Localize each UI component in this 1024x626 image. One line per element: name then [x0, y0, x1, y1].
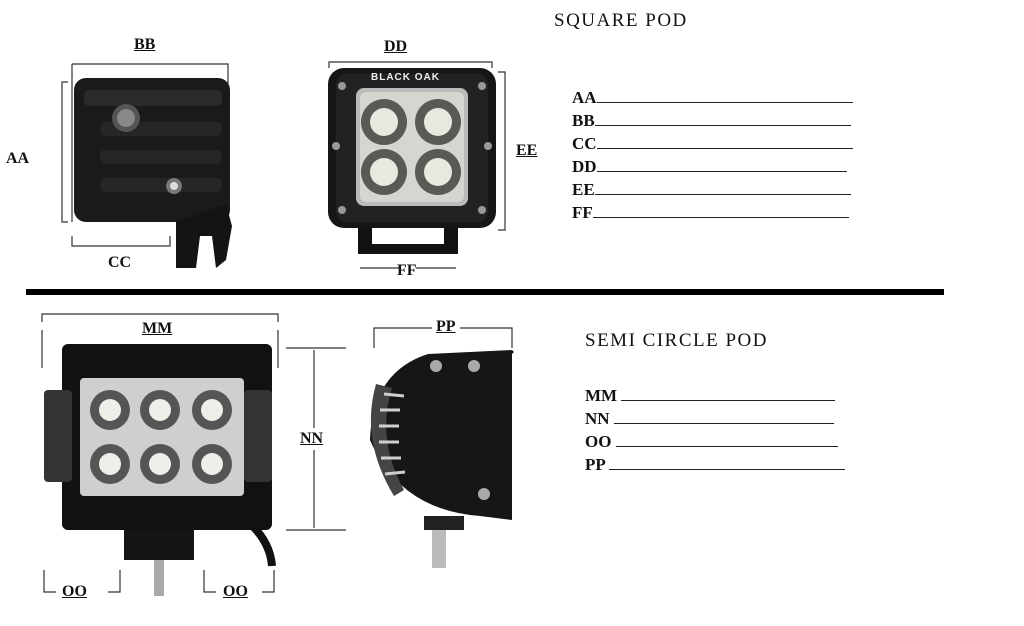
dim-label-mm: MM: [138, 320, 177, 338]
square-pod-title: SQUARE POD: [554, 10, 688, 31]
answer-line[interactable]: [615, 433, 838, 447]
dim-label-oo-left: OO: [62, 583, 87, 600]
dim-label-aa: AA: [6, 150, 30, 167]
dim-label-pp: PP: [432, 318, 460, 336]
answer-line[interactable]: [596, 135, 853, 149]
dim-label-nn: NN: [300, 428, 324, 450]
answer-line[interactable]: [594, 181, 851, 195]
answer-line[interactable]: [609, 456, 846, 470]
field-ee[interactable]: EE: [572, 180, 853, 203]
square-fields: AA BB CC DD EE FF: [572, 88, 853, 226]
dim-label-oo-right: OO: [223, 583, 248, 600]
field-cc[interactable]: CC: [572, 134, 853, 157]
answer-line[interactable]: [596, 158, 847, 172]
dim-label-ee: EE: [516, 142, 538, 159]
semi-pod-title: SEMI CIRCLE POD: [585, 330, 768, 351]
field-ff[interactable]: FF: [572, 203, 853, 226]
answer-line[interactable]: [613, 410, 834, 424]
field-dd[interactable]: DD: [572, 157, 853, 180]
field-oo[interactable]: OO: [585, 432, 845, 455]
semi-pod-side-image: [370, 327, 514, 568]
answer-line[interactable]: [596, 89, 853, 103]
answer-line[interactable]: [594, 112, 851, 126]
answer-line[interactable]: [621, 387, 836, 401]
dim-label-cc: CC: [108, 254, 132, 271]
field-pp[interactable]: PP: [585, 455, 846, 478]
field-bb[interactable]: BB: [572, 111, 853, 134]
answer-line[interactable]: [592, 204, 849, 218]
field-mm[interactable]: MM: [585, 386, 845, 409]
square-pod-side-image: [61, 63, 232, 268]
square-pod-front-image: [328, 61, 506, 269]
dim-label-ff: FF: [397, 262, 417, 279]
semi-fields: MM NN OO PP: [585, 386, 846, 478]
brand-logo-text: BLACK OAK: [371, 72, 440, 83]
dim-label-dd: DD: [384, 38, 408, 55]
dim-label-bb: BB: [134, 36, 156, 53]
field-aa[interactable]: AA: [572, 88, 853, 111]
semi-pod-front-image: [41, 313, 346, 596]
field-nn[interactable]: NN: [585, 409, 845, 432]
